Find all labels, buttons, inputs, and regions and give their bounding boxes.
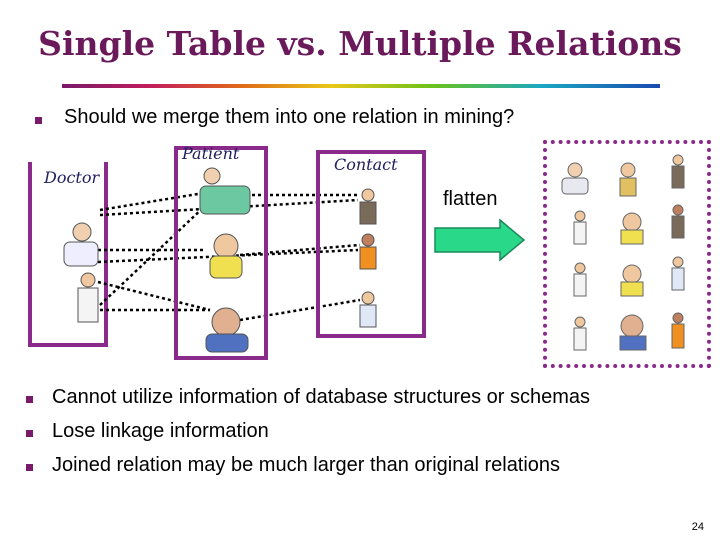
- bullet-marker: [26, 430, 33, 437]
- link-line: [239, 243, 361, 257]
- patient-figure-icon: [209, 233, 243, 279]
- link-line: [99, 198, 359, 217]
- link-line: [97, 248, 359, 264]
- doctor-figure-icon: [63, 222, 99, 267]
- bullet-text-3: Joined relation may be much larger than …: [52, 454, 561, 476]
- bullet-text-1: Cannot utilize information of database s…: [52, 386, 591, 408]
- doctor-group-border: [28, 162, 108, 347]
- bullet-marker: [26, 396, 33, 403]
- doctor-figure-icon: [77, 272, 99, 323]
- patient-relation-box: [174, 146, 268, 360]
- bullet-marker: [35, 117, 42, 124]
- question-text: Should we merge them into one relation i…: [64, 106, 515, 128]
- link-line: [97, 280, 211, 312]
- contact-figure-icon: [359, 233, 377, 270]
- flatten-label: flatten: [443, 188, 498, 210]
- flattened-table-figures: [561, 154, 685, 351]
- title-underline: [62, 84, 660, 88]
- patient-label: Patient: [182, 144, 240, 163]
- patient-figure-icon: [199, 167, 251, 215]
- bullet-marker: [26, 464, 33, 471]
- contact-figure-icon: [359, 291, 377, 328]
- link-line: [239, 298, 361, 322]
- flattened-relation-box: [543, 140, 711, 368]
- patient-figure-icon: [205, 307, 249, 353]
- contact-relation-box: [316, 150, 426, 338]
- slide-title: Single Table vs. Multiple Relations: [38, 24, 682, 63]
- flatten-arrow-icon: [434, 218, 526, 262]
- contact-figure-icon: [359, 188, 377, 225]
- bullet-text-2: Lose linkage information: [52, 420, 269, 442]
- contact-label: Contact: [334, 155, 398, 174]
- doctor-label: Doctor: [44, 168, 100, 187]
- page-number: 24: [691, 521, 704, 533]
